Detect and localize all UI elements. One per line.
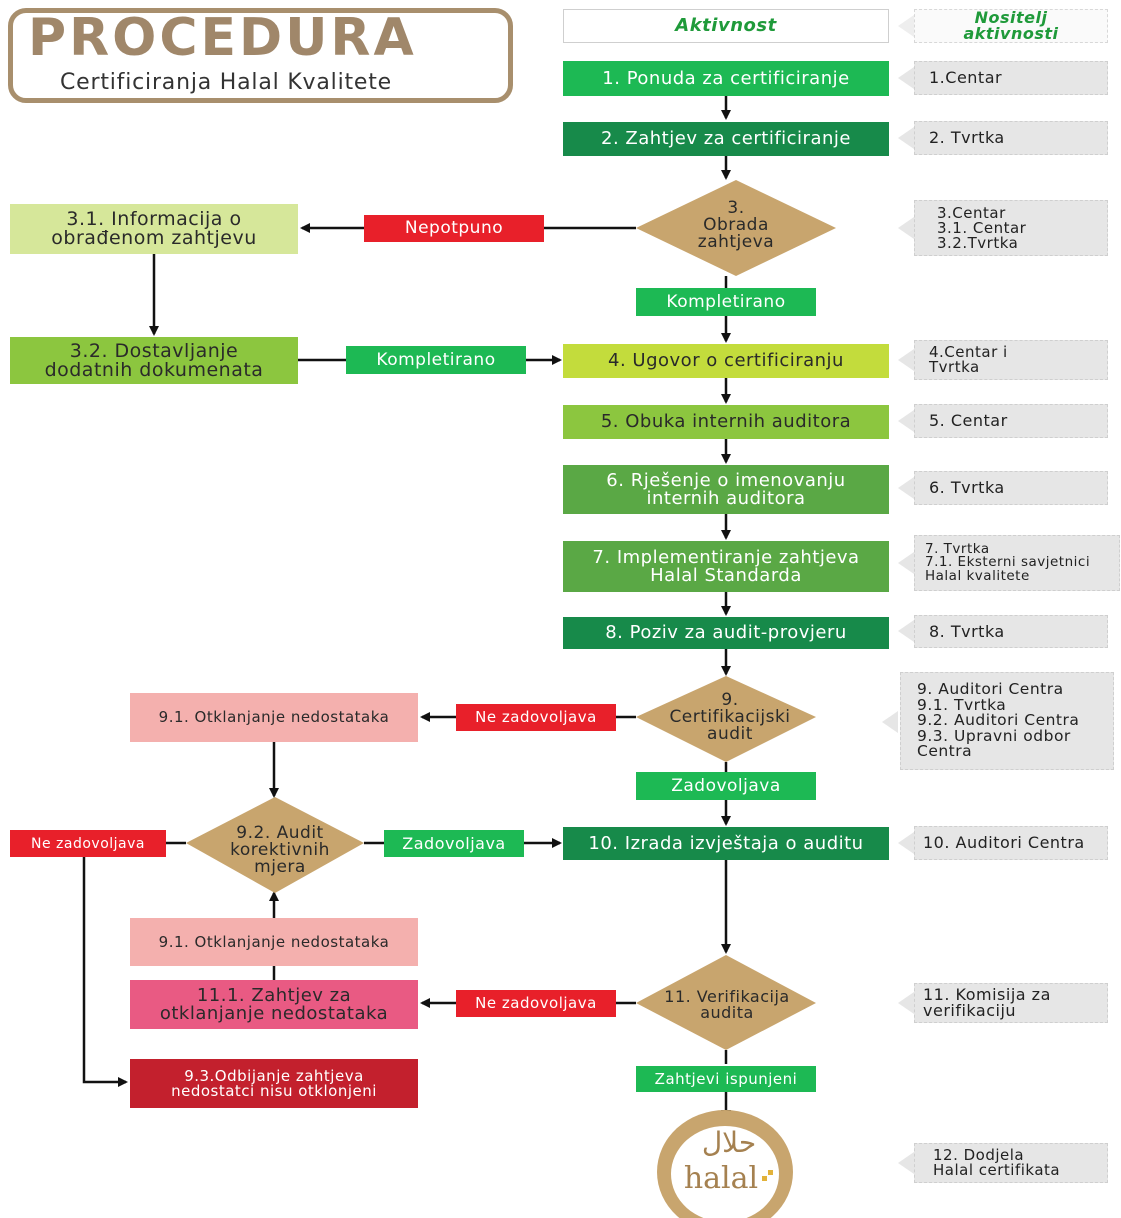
role-8: 8. Tvrtka xyxy=(914,615,1108,648)
step-9-diamond-label: 9. Certifikacijski audit xyxy=(669,689,791,744)
decision-diamond-3 xyxy=(636,180,836,276)
role-1: 1.Centar xyxy=(914,61,1108,95)
step-3-diamond-label: 3. Obrada zahtjeva xyxy=(697,197,775,252)
svg-text:halal: halal xyxy=(684,1161,758,1196)
role-6-chevron-icon xyxy=(898,477,914,499)
edge-label-ne-zadovoljava-3: Ne zadovoljava xyxy=(456,990,616,1017)
role-5-chevron-icon xyxy=(898,410,914,432)
step-1-box: 1. Ponuda za certificiranje xyxy=(563,61,889,96)
role-9-chevron-icon xyxy=(882,711,898,733)
role-9: 9. Auditori Centra 9.1. Tvrtka 9.2. Audi… xyxy=(900,672,1114,770)
step-11-1-box: 11.1. Zahtjev za otklanjanje nedostataka xyxy=(130,980,418,1029)
step-3-1-box: 3.1. Informacija o obrađenom zahtjevu xyxy=(10,204,298,254)
decision-diamond-9-2 xyxy=(186,797,364,893)
header-responsible: Nositelj aktivnosti xyxy=(914,9,1108,43)
edge-label-zadovoljava-1: Zadovoljava xyxy=(636,772,816,800)
step-8-box: 8. Poziv za audit-provjeru xyxy=(563,617,889,649)
page-title: PROCEDURA xyxy=(28,8,417,68)
step-9-2-diamond-label: 9.2. Audit korektivnih mjera xyxy=(230,822,330,877)
role-12: 12. Dodjela Halal certifikata xyxy=(914,1143,1108,1183)
role-5: 5. Centar xyxy=(914,404,1108,438)
edge-label-ne-zadovoljava-2: Ne zadovoljava xyxy=(10,830,166,857)
step-9-1-box: 9.1. Otklanjanje nedostataka xyxy=(130,693,418,742)
role-10: 10. Auditori Centra xyxy=(914,826,1108,860)
step-11-diamond-label: 11. Verifikacija audita xyxy=(664,987,790,1022)
role-2-chevron-icon xyxy=(898,127,914,149)
step-10-box: 10. Izrada izvještaja o auditu xyxy=(563,827,889,860)
halal-logo-icon: حلال halal xyxy=(657,1110,793,1218)
role-4: 4.Centar i Tvrtka xyxy=(914,340,1108,380)
edge-label-zahtjevi-ispunjeni: Zahtjevi ispunjeni xyxy=(636,1066,816,1092)
page-subtitle: Certificiranja Halal Kvalitete xyxy=(60,70,392,95)
header-activity: Aktivnost xyxy=(563,9,889,43)
edge-label-nepotpuno: Nepotpuno xyxy=(364,215,544,242)
role-1-chevron-icon xyxy=(898,67,914,89)
role-12-chevron-icon xyxy=(898,1152,914,1174)
role-2: 2. Tvrtka xyxy=(914,121,1108,155)
step-9-3-box: 9.3.Odbijanje zahtjeva nedostatci nisu o… xyxy=(130,1059,418,1108)
edge-label-zadovoljava-2: Zadovoljava xyxy=(384,830,524,857)
edge-label-kompletirano-1: Kompletirano xyxy=(636,288,816,316)
step-9-1b-box: 9.1. Otklanjanje nedostataka xyxy=(130,918,418,966)
decision-diamond-9 xyxy=(636,676,816,762)
role-6: 6. Tvrtka xyxy=(914,471,1108,505)
edge-label-ne-zadovoljava-1: Ne zadovoljava xyxy=(456,704,616,731)
role-3-chevron-icon xyxy=(898,217,914,239)
step-2-box: 2. Zahtjev za certificiranje xyxy=(563,122,889,156)
role-10-chevron-icon xyxy=(898,832,914,854)
role-4-chevron-icon xyxy=(898,349,914,371)
edge-label-kompletirano-2: Kompletirano xyxy=(346,346,526,374)
step-5-box: 5. Obuka internih auditora xyxy=(563,405,889,439)
step-6-box: 6. Rješenje o imenovanju internih audito… xyxy=(563,465,889,514)
role-7: 7. Tvrtka 7.1. Eksterni savjetnici Halal… xyxy=(914,535,1120,591)
title-frame xyxy=(8,8,513,103)
role-7-chevron-icon xyxy=(898,552,914,574)
role-11: 11. Komisija za verifikaciju xyxy=(914,983,1108,1023)
svg-text:حلال: حلال xyxy=(702,1126,756,1159)
role-8-chevron-icon xyxy=(898,620,914,642)
header-chevron-icon xyxy=(898,15,914,37)
step-4-box: 4. Ugovor o certificiranju xyxy=(563,344,889,378)
role-3: 3.Centar 3.1. Centar 3.2.Tvrtka xyxy=(914,200,1108,256)
step-3-2-box: 3.2. Dostavljanje dodatnih dokumenata xyxy=(10,337,298,384)
role-11-chevron-icon xyxy=(898,992,914,1014)
step-7-box: 7. Implementiranje zahtjeva Halal Standa… xyxy=(563,541,889,592)
decision-diamond-11 xyxy=(636,955,816,1050)
